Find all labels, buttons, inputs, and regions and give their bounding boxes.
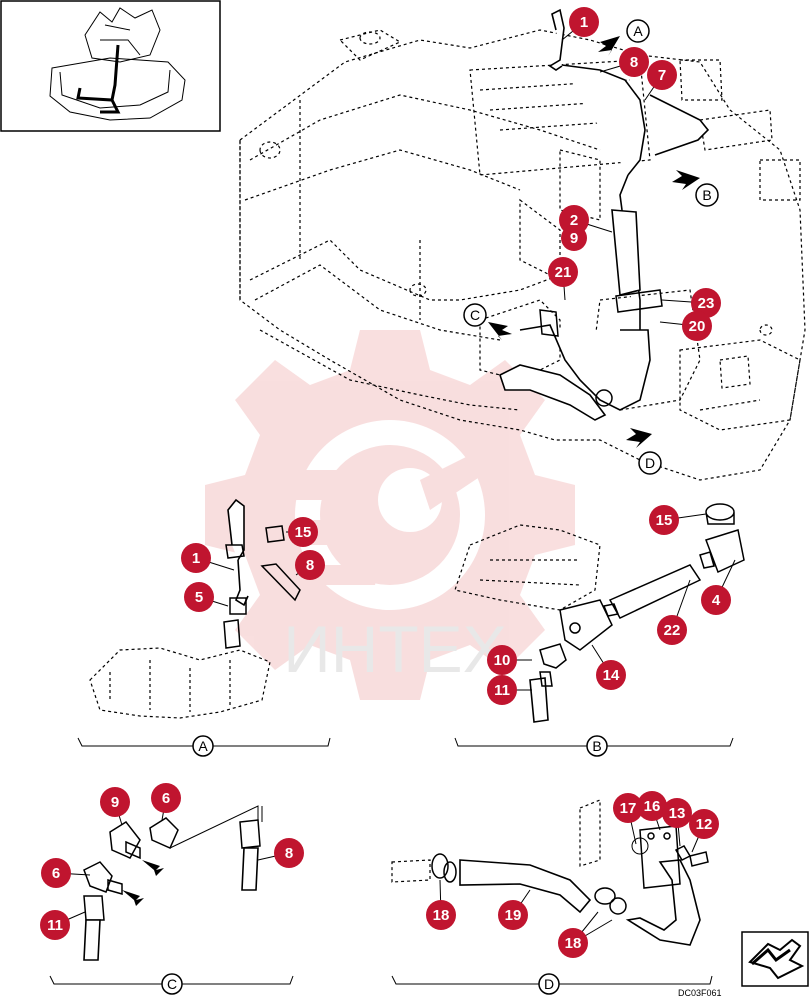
locator-inset — [0, 0, 221, 132]
callout-4[interactable]: 4 — [701, 585, 731, 615]
svg-text:16: 16 — [644, 798, 661, 815]
svg-text:13: 13 — [669, 805, 686, 822]
svg-text:15: 15 — [656, 512, 673, 529]
detail-label-a: A — [77, 735, 331, 757]
callout-8-c[interactable]: 8 — [274, 838, 304, 868]
svg-text:18: 18 — [433, 907, 450, 924]
view-marker-a[interactable]: A — [626, 19, 650, 43]
svg-text:21: 21 — [555, 264, 572, 281]
svg-text:7: 7 — [658, 67, 666, 84]
callout-6-top[interactable]: 6 — [151, 783, 181, 813]
callout-18-left[interactable]: 18 — [426, 900, 456, 930]
detail-label-b: B — [454, 735, 734, 757]
svg-text:4: 4 — [712, 592, 721, 609]
callout-15-b[interactable]: 15 — [649, 505, 679, 535]
callout-9[interactable]: 9 — [561, 225, 587, 251]
svg-text:10: 10 — [494, 652, 511, 669]
detail-c-drawing — [83, 805, 263, 961]
svg-text:A: A — [198, 738, 208, 754]
callout-17[interactable]: 17 — [613, 793, 643, 823]
callout-10[interactable]: 10 — [487, 645, 517, 675]
svg-text:B: B — [592, 738, 601, 754]
svg-text:6: 6 — [162, 790, 170, 807]
watermark-text: ИНТЕХ — [283, 612, 506, 686]
view-marker-c[interactable]: C — [463, 303, 487, 327]
view-marker-d[interactable]: D — [638, 451, 662, 475]
svg-text:B: B — [702, 187, 711, 203]
callout-12[interactable]: 12 — [689, 809, 719, 839]
svg-text:17: 17 — [620, 800, 637, 817]
svg-text:8: 8 — [306, 557, 314, 574]
callout-19[interactable]: 19 — [498, 900, 528, 930]
svg-text:23: 23 — [698, 295, 715, 312]
callout-1[interactable]: 1 — [569, 7, 599, 37]
callout-11-c[interactable]: 11 — [40, 910, 70, 940]
svg-text:6: 6 — [52, 865, 60, 882]
svg-text:12: 12 — [696, 816, 713, 833]
detail-b-drawing — [454, 503, 745, 723]
callout-11-b[interactable]: 11 — [487, 675, 517, 705]
svg-text:15: 15 — [295, 524, 312, 541]
detail-label-c: C — [49, 973, 294, 995]
view-marker-b[interactable]: B — [695, 183, 719, 207]
callout-22[interactable]: 22 — [657, 615, 687, 645]
view-arrows — [488, 36, 700, 448]
callout-1-a[interactable]: 1 — [181, 543, 211, 573]
svg-text:9: 9 — [111, 794, 119, 811]
svg-text:D: D — [645, 455, 655, 471]
svg-text:C: C — [167, 976, 177, 992]
svg-text:20: 20 — [689, 318, 706, 335]
callout-23[interactable]: 23 — [691, 288, 721, 318]
callout-8[interactable]: 8 — [619, 47, 649, 77]
detail-d-drawing — [391, 799, 709, 946]
svg-text:C: C — [470, 307, 480, 323]
next-page-arrow-icon[interactable] — [741, 931, 809, 987]
svg-text:5: 5 — [195, 589, 203, 606]
callout-20[interactable]: 20 — [682, 311, 712, 341]
svg-text:1: 1 — [580, 14, 588, 31]
callout-7[interactable]: 7 — [647, 60, 677, 90]
svg-text:22: 22 — [664, 622, 681, 639]
svg-text:A: A — [633, 23, 643, 39]
svg-text:1: 1 — [192, 550, 200, 567]
callout-21[interactable]: 21 — [548, 257, 578, 287]
callout-8-a[interactable]: 8 — [295, 550, 325, 580]
svg-text:11: 11 — [494, 682, 510, 699]
callout-6-left[interactable]: 6 — [41, 858, 71, 888]
svg-text:14: 14 — [603, 667, 620, 684]
svg-text:18: 18 — [565, 935, 582, 952]
svg-text:9: 9 — [570, 230, 578, 247]
svg-text:8: 8 — [285, 845, 293, 862]
callout-18-right[interactable]: 18 — [558, 928, 588, 958]
detail-label-d: D — [391, 973, 713, 995]
callout-9-c[interactable]: 9 — [100, 787, 130, 817]
watermark: ИНТЕХ — [205, 330, 575, 700]
svg-text:11: 11 — [47, 917, 63, 934]
callout-13[interactable]: 13 — [662, 798, 692, 828]
svg-text:D: D — [544, 976, 554, 992]
svg-text:19: 19 — [505, 907, 522, 924]
callout-15-a[interactable]: 15 — [288, 517, 318, 547]
detail-a-drawing — [89, 498, 301, 719]
svg-text:2: 2 — [570, 212, 578, 229]
main-assembly — [239, 8, 806, 481]
callout-16[interactable]: 16 — [637, 791, 667, 821]
callout-5[interactable]: 5 — [184, 582, 214, 612]
drawing-code: DC03F061 — [678, 988, 722, 998]
callout-14[interactable]: 14 — [596, 660, 626, 690]
svg-text:8: 8 — [630, 54, 638, 71]
